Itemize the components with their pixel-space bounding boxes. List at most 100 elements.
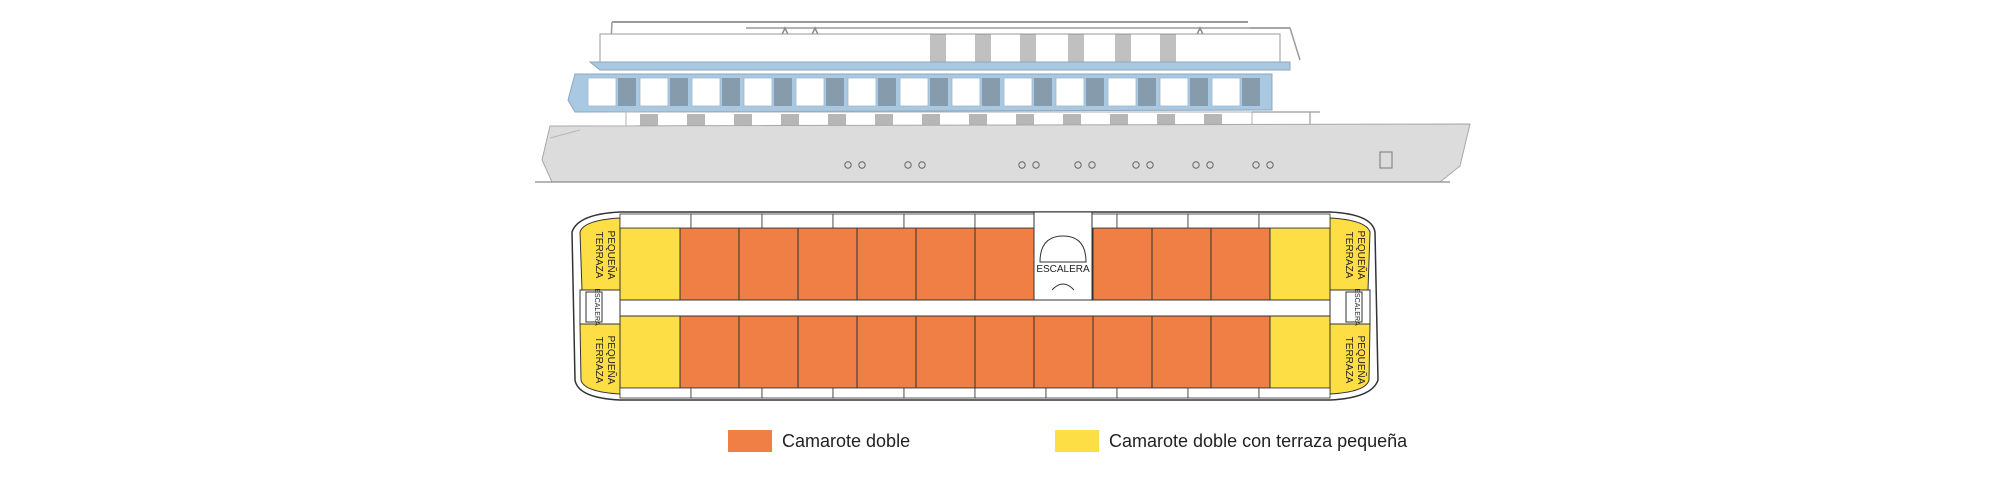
cabin-bottom-5 (915, 315, 976, 389)
balcony-top-9 (1187, 213, 1260, 229)
terrace-cabin-bottom-left (619, 315, 681, 389)
porthole-5 (1018, 161, 1026, 169)
central-stair-label: ESCALERA (1036, 264, 1090, 275)
cabin-bottom-2 (738, 315, 799, 389)
portholes (844, 161, 1274, 169)
cabin-bottom-7 (1033, 315, 1094, 389)
hull (541, 123, 1471, 183)
svg-text:TERRAZA: TERRAZA (1343, 232, 1354, 279)
balcony-bottom-9 (1187, 387, 1260, 399)
cabin-top-1 (679, 227, 740, 301)
porthole-6 (1032, 161, 1040, 169)
svg-text:TERRAZA: TERRAZA (593, 337, 604, 384)
balcony-top-5 (903, 213, 976, 229)
balcony-bottom-1 (619, 387, 692, 399)
porthole-13 (1252, 161, 1260, 169)
cabin-bottom-1 (679, 315, 740, 389)
balcony-bottom-7 (1045, 387, 1118, 399)
balcony-top-10 (1258, 213, 1331, 229)
blue-louver-4 (774, 78, 792, 106)
svg-text:PEQUEÑA: PEQUEÑA (1355, 231, 1368, 280)
blue-window-9 (1003, 77, 1033, 107)
deck-plan: ESCALERA ESCALERA ESCALERA TERRAZA PEQUE… (571, 211, 1379, 401)
terrace-bottom-right (1329, 323, 1371, 395)
blue-window-4 (743, 77, 773, 107)
terrace-label-bottom-right: TERRAZA PEQUEÑA (1343, 336, 1368, 385)
porthole-4 (918, 161, 926, 169)
svg-text:TERRAZA: TERRAZA (593, 232, 604, 279)
balcony-top-3 (761, 213, 834, 229)
cabin-top-2 (738, 227, 799, 301)
terrace-top-left (579, 217, 621, 291)
stair-left-label: ESCALERA (593, 288, 600, 326)
blue-louver-7 (930, 78, 948, 106)
porthole-7 (1074, 161, 1082, 169)
terrace-top-right (1329, 217, 1371, 291)
porthole-8 (1088, 161, 1096, 169)
blue-window-6 (847, 77, 877, 107)
central-corridor (619, 299, 1331, 317)
blue-deck-roof (588, 61, 1291, 71)
upper-deck-windows (930, 34, 1176, 62)
ship-side-elevation (535, 21, 1471, 183)
upper-window-4 (1068, 34, 1084, 62)
blue-window-12 (1159, 77, 1189, 107)
balcony-bottom-6 (974, 387, 1047, 399)
porthole-14 (1266, 161, 1274, 169)
balcony-bottom-2 (690, 387, 763, 399)
porthole-1 (844, 161, 852, 169)
blue-window-10 (1055, 77, 1085, 107)
blue-louver-1 (618, 78, 636, 106)
blue-louver-12 (1190, 78, 1208, 106)
upper-window-3 (1020, 34, 1036, 62)
svg-text:TERRAZA: TERRAZA (1343, 337, 1354, 384)
balcony-top-8 (1116, 213, 1189, 229)
svg-text:PEQUEÑA: PEQUEÑA (605, 231, 618, 280)
cabin-top-9 (1151, 227, 1212, 301)
legend-swatch-terrace (1055, 430, 1099, 452)
cabin-bottom-10 (1210, 315, 1271, 389)
cabin-bottom-3 (797, 315, 858, 389)
blue-louver-3 (722, 78, 740, 106)
blue-louver-9 (1034, 78, 1052, 106)
central-stair-dome (1039, 235, 1087, 263)
porthole-2 (858, 161, 866, 169)
terrace-label-top-left: TERRAZA PEQUEÑA (593, 231, 618, 280)
terrace-bottom-left (579, 323, 621, 395)
blue-louver-2 (670, 78, 688, 106)
blue-window-2 (639, 77, 669, 107)
upper-window-1 (930, 34, 946, 62)
porthole-9 (1132, 161, 1140, 169)
terrace-label-top-right: TERRAZA PEQUEÑA (1343, 231, 1368, 280)
terrace-cabin-top-left (619, 227, 681, 301)
cabin-bottom-4 (856, 315, 917, 389)
porthole-11 (1192, 161, 1200, 169)
svg-text:PEQUEÑA: PEQUEÑA (605, 336, 618, 385)
cabin-top-6 (974, 227, 1035, 301)
cabin-top-8 (1092, 227, 1153, 301)
blue-louver-10 (1086, 78, 1104, 106)
blue-window-5 (795, 77, 825, 107)
blue-louver-11 (1138, 78, 1156, 106)
balcony-bottom-4 (832, 387, 905, 399)
blue-louver-13 (1242, 78, 1260, 106)
upper-window-6 (1160, 34, 1176, 62)
blue-louver-5 (826, 78, 844, 106)
blue-louver-8 (982, 78, 1000, 106)
balcony-bottom-8 (1116, 387, 1189, 399)
blue-window-7 (899, 77, 929, 107)
blue-deck-windows (587, 77, 1260, 107)
porthole-10 (1146, 161, 1154, 169)
balcony-bottom-5 (903, 387, 976, 399)
upper-window-5 (1115, 34, 1131, 62)
blue-window-13 (1211, 77, 1241, 107)
blue-window-11 (1107, 77, 1137, 107)
terrace-cabin-bottom-right (1269, 315, 1331, 389)
legend-swatch-double (728, 430, 772, 452)
stair-left-box (585, 291, 603, 323)
cabin-top-4 (856, 227, 917, 301)
upper-window-2 (975, 34, 991, 62)
terrace-cabin-top-right (1269, 227, 1331, 301)
balcony-bottom-10 (1258, 387, 1331, 399)
hull-hatch (1379, 151, 1393, 169)
